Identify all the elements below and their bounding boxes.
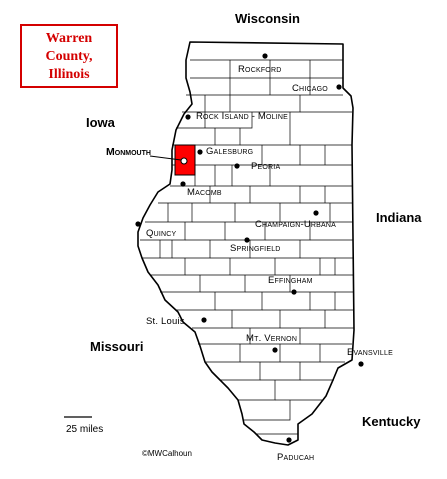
evansville-marker [358, 361, 364, 367]
effingham-marker [291, 289, 297, 295]
monmouth-marker [180, 157, 188, 165]
st-louis-label: St. Louis [146, 316, 185, 327]
paducah-label: Paducah [277, 452, 315, 463]
map-title-box: Warren County, Illinois [20, 24, 118, 88]
city-markers [135, 53, 364, 443]
county-borders [140, 59, 354, 435]
macomb-label: Macomb [187, 187, 222, 198]
champaign-marker [313, 210, 319, 216]
chicago-label: Chicago [292, 83, 328, 94]
quincy-label: Quincy [146, 228, 177, 239]
rockford-label: Rockford [238, 64, 282, 75]
rock-island-marker [185, 114, 191, 120]
galesburg-label: Galesburg [206, 146, 254, 157]
st-louis-marker [201, 317, 207, 323]
title-line-3: Illinois [48, 67, 90, 82]
galesburg-marker [197, 149, 203, 155]
monmouth-label: Monmouth [106, 146, 151, 158]
scale-label: 25 miles [66, 424, 104, 435]
evansville-label: Evansville [347, 347, 393, 358]
peoria-label: Peoria [251, 161, 281, 172]
mt-vernon-label: Mt. Vernon [246, 333, 298, 344]
rockford-marker [262, 53, 268, 59]
chicago-marker [336, 84, 342, 90]
mt-vernon-marker [272, 347, 278, 353]
springfield-marker [244, 237, 250, 243]
paducah-marker [286, 437, 292, 443]
indiana-label: Indiana [376, 210, 422, 225]
title-line-2: County, [45, 49, 93, 64]
peoria-marker [234, 163, 240, 169]
kentucky-label: Kentucky [362, 414, 421, 429]
champaign-label: Champaign-Urbana [255, 219, 337, 230]
missouri-label: Missouri [90, 339, 144, 354]
macomb-marker [180, 181, 186, 187]
map-credit: ©MWCalhoun [142, 449, 192, 458]
title-line-1: Warren [45, 31, 93, 46]
quincy-marker [135, 221, 141, 227]
iowa-label: Iowa [86, 115, 115, 130]
wisconsin-label: Wisconsin [235, 11, 300, 26]
rock-island-label: Rock Island - Moline [196, 111, 289, 122]
monmouth-leader-line [149, 155, 182, 161]
effingham-label: Effingham [268, 275, 313, 286]
springfield-label: Springfield [230, 243, 281, 254]
